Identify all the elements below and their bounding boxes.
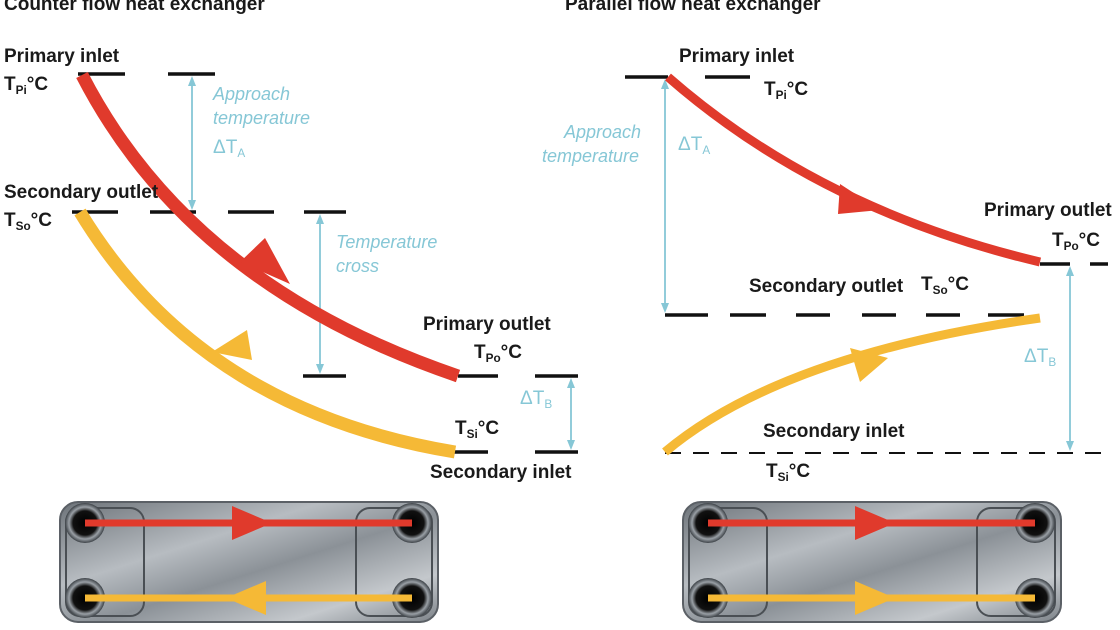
parallel-annotation-arrows [661, 79, 1074, 451]
counter-secondary-inlet-label: Secondary inlet [430, 462, 572, 483]
parallel-level-lines [625, 75, 1108, 317]
counter-tsi-label: TSi°C [455, 418, 499, 441]
counter-secondary-outlet-label: Secondary outlet [4, 182, 159, 203]
counter-tpo-label: TPo°C [474, 342, 522, 365]
parallel-flow-title: Parallel flow heat exchanger [565, 0, 821, 15]
counter-tpi-label: TPi°C [4, 74, 48, 97]
parallel-plate-illustration [682, 501, 1062, 623]
parallel-tpo-label: TPo°C [1052, 230, 1100, 253]
counter-primary-arrowhead [240, 238, 290, 284]
counter-annotation-arrows [188, 76, 575, 450]
parallel-tpi-label: TPi°C [764, 79, 808, 102]
counter-primary-flow-line [76, 72, 461, 383]
parallel-secondary-flow-line [662, 313, 1041, 456]
counter-cross-label: Temperature [336, 232, 437, 252]
parallel-primary-arrowhead [838, 184, 880, 214]
counter-flow-panel: Counter flow heat exchanger [4, 0, 578, 623]
counter-delta-a-label: ΔTA [213, 137, 245, 160]
parallel-secondary-inlet-label: Secondary inlet [763, 421, 905, 442]
parallel-flow-panel: Parallel flow heat exchanger [542, 0, 1112, 623]
parallel-plate-secondary-arrow [855, 581, 895, 615]
counter-approach-label-2: temperature [213, 108, 310, 128]
parallel-tsi-label: TSi°C [766, 461, 810, 484]
counter-secondary-flow-line [74, 208, 457, 459]
counter-cross-label-2: cross [336, 256, 379, 276]
counter-plate-primary-arrow [232, 506, 272, 540]
parallel-tso-label: TSo°C [921, 274, 969, 297]
parallel-approach-label-2: temperature [542, 146, 639, 166]
parallel-secondary-outlet-label: Secondary outlet [749, 276, 904, 297]
parallel-primary-flow-line [665, 73, 1042, 267]
parallel-delta-a-label: ΔTA [678, 134, 710, 157]
parallel-approach-label: Approach [563, 122, 641, 142]
parallel-plate-body [682, 501, 1062, 623]
counter-plate-illustration [59, 501, 439, 623]
counter-tso-label: TSo°C [4, 210, 52, 233]
parallel-primary-outlet-label: Primary outlet [984, 200, 1112, 221]
counter-flow-title: Counter flow heat exchanger [4, 0, 265, 15]
counter-level-lines [72, 72, 578, 454]
parallel-plate-primary-arrow [855, 506, 895, 540]
parallel-primary-inlet-label: Primary inlet [679, 46, 795, 67]
counter-plate-body [59, 501, 439, 623]
counter-primary-outlet-label: Primary outlet [423, 314, 551, 335]
counter-plate-secondary-arrow [226, 581, 266, 615]
parallel-delta-b-label: ΔTB [1024, 346, 1056, 369]
counter-delta-b-label: ΔTB [520, 388, 552, 411]
counter-approach-label: Approach [212, 84, 290, 104]
counter-secondary-arrowhead [212, 330, 252, 360]
parallel-secondary-arrowhead [850, 348, 888, 382]
counter-primary-inlet-label: Primary inlet [4, 46, 120, 67]
